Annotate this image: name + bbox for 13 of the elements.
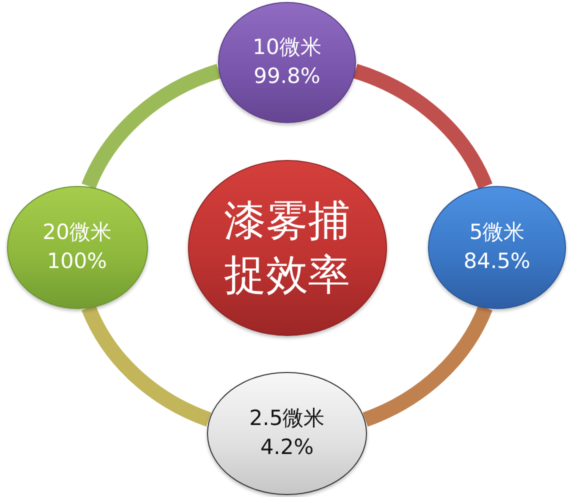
size-label: 2.5微米 [249,405,325,432]
efficiency-value: 4.2% [260,434,314,461]
ring-arc [82,304,212,426]
size-label: 10微米 [252,34,322,61]
ring-arc [352,64,492,190]
center-title: 漆雾捕捉效率 [223,195,351,301]
ring-arc [362,304,492,426]
efficiency-value: 100% [46,248,108,275]
efficiency-value: 99.8% [254,63,320,90]
efficiency-value: 84.5% [464,248,530,275]
ring-arc [82,64,222,190]
size-label: 20微米 [42,219,112,246]
size-label: 5微米 [469,219,525,246]
